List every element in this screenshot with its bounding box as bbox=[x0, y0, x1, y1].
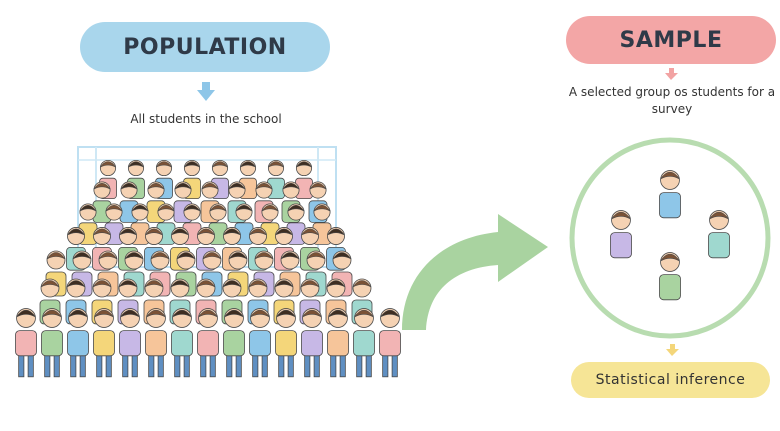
student-figure-icon bbox=[211, 159, 229, 199]
student-figure-icon bbox=[327, 308, 349, 378]
student-figure-icon bbox=[275, 308, 297, 378]
student-figure-icon bbox=[41, 308, 63, 378]
student-figure-icon bbox=[267, 159, 285, 199]
student-figure-icon bbox=[119, 308, 141, 378]
student-figure-icon bbox=[610, 210, 632, 259]
curved-arrow-icon bbox=[402, 214, 548, 330]
statistical-inference-label: Statistical inference bbox=[571, 362, 770, 398]
student-figure-icon bbox=[249, 308, 271, 378]
student-figure-icon bbox=[67, 308, 89, 378]
student-figure-icon bbox=[145, 308, 167, 378]
population-title: POPULATION bbox=[80, 22, 330, 72]
down-arrow-icon bbox=[666, 344, 679, 356]
sample-students bbox=[610, 170, 730, 301]
sample-caption: A selected group os students for a surve… bbox=[568, 85, 776, 116]
student-figure-icon bbox=[659, 252, 681, 301]
down-arrow-icon bbox=[197, 82, 215, 101]
student-figure-icon bbox=[15, 308, 37, 378]
student-figure-icon bbox=[93, 308, 115, 378]
student-figure-icon bbox=[353, 308, 375, 378]
student-figure-icon bbox=[708, 210, 730, 259]
population-caption: All students in the school bbox=[130, 112, 282, 126]
student-figure-icon bbox=[659, 170, 681, 219]
student-figure-icon bbox=[223, 308, 245, 378]
student-figure-icon bbox=[78, 203, 98, 245]
sample-circle bbox=[569, 137, 771, 339]
sample-title: SAMPLE bbox=[566, 16, 776, 64]
student-figure-icon bbox=[301, 308, 323, 378]
student-figure-icon bbox=[295, 159, 313, 199]
student-figure-icon bbox=[171, 308, 193, 378]
student-figure-icon bbox=[197, 308, 219, 378]
down-arrow-icon bbox=[665, 68, 678, 80]
population-crowd bbox=[15, 159, 401, 378]
student-figure-icon bbox=[379, 308, 401, 378]
